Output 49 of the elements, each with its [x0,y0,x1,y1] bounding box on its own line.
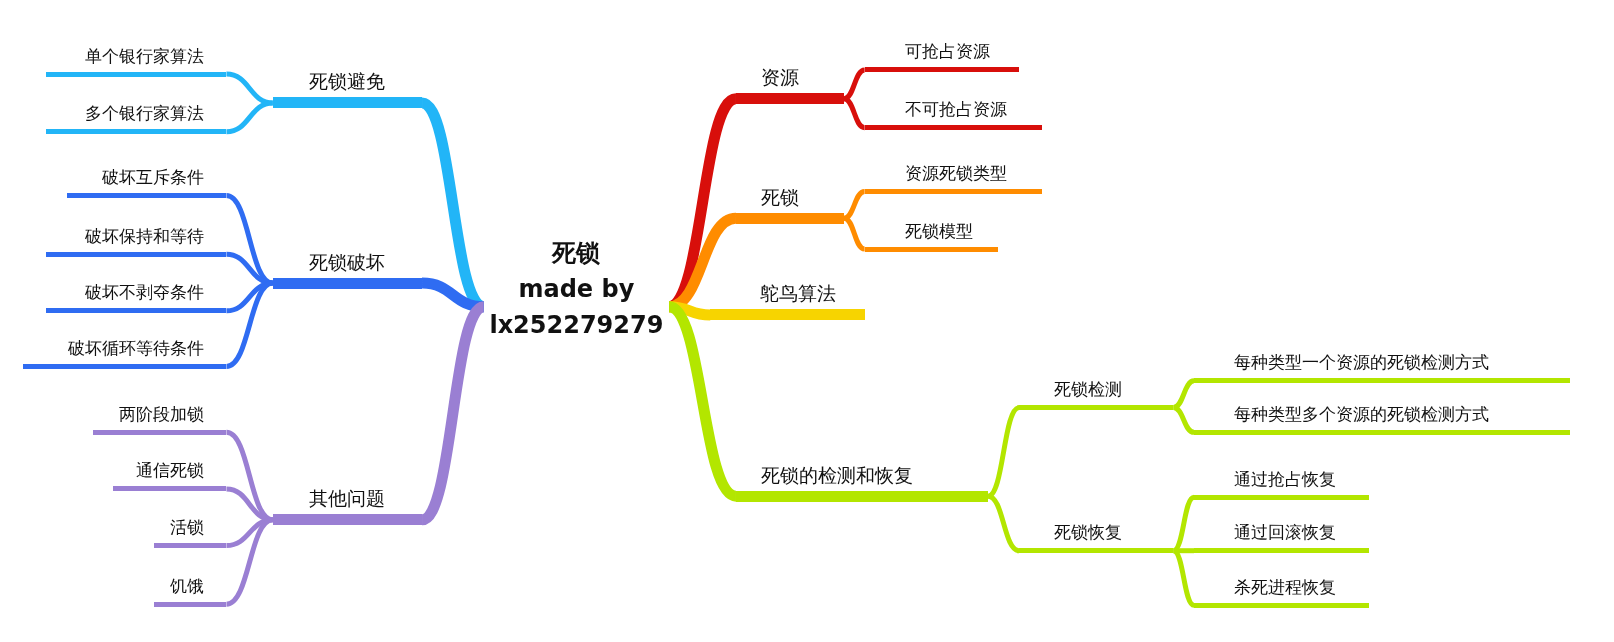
branch-connector [666,301,739,502]
branch-topic: 死锁的检测和恢复 [735,462,989,502]
branch-topic: 活锁 [154,515,227,549]
branch-connector [987,405,1021,499]
branch-connector [843,215,866,252]
central-topic: 死锁 [550,237,602,269]
branch-connector [226,251,274,286]
branch-connector [226,517,273,549]
branch-topic: 破坏保持和等待 [46,223,227,257]
branch-topic: 资源 [735,65,845,105]
branch-topic: 死锁恢复 [1019,520,1174,554]
branch-topic: 资源死锁类型 [864,160,1042,194]
branch-topic: 破坏不剥夺条件 [46,280,227,314]
branch-connector [1172,548,1196,608]
branch-topic: 多个银行家算法 [46,101,227,135]
branch-topic: 鸵鸟算法 [710,281,865,321]
branch-topic: 通信死锁 [113,458,227,492]
branch-connector [225,280,274,369]
branch-connector [1173,548,1195,554]
branch-topic: 杀死进程恢复 [1194,574,1369,608]
branch-connector [226,100,274,135]
author-note: made by lx252279279 [488,273,665,341]
branch-topic: 每种类型多个资源的死锁检测方式 [1194,401,1570,435]
branch-connector [843,96,866,131]
branch-topic: 通过抢占恢复 [1194,466,1369,500]
branch-topic: 破坏互斥条件 [66,165,227,199]
branch-topic: 死锁模型 [864,218,999,252]
branch-connector [1172,405,1195,435]
branch-connector [419,302,487,525]
branch-connector [226,71,274,106]
branch-connector [987,493,1020,554]
branch-topic: 不可抢占资源 [864,97,1042,131]
branch-connector [421,277,485,313]
branch-connector [1172,378,1195,410]
branch-topic: 其他问题 [272,486,422,526]
branch-topic: 两阶段加锁 [92,401,227,435]
branch-topic: 破坏循环等待条件 [22,335,227,369]
branch-connector [843,67,866,102]
branch-topic: 饥饿 [154,573,227,607]
branch-topic: 死锁 [735,184,845,224]
branch-topic: 单个银行家算法 [46,43,227,77]
branch-topic: 死锁检测 [1019,377,1174,411]
branch-connector [668,301,711,321]
branch-topic: 通过回滚恢复 [1194,520,1369,554]
branch-topic: 死锁避免 [272,69,422,109]
branch-topic: 死锁破坏 [272,249,422,289]
branch-topic: 每种类型一个资源的死锁检测方式 [1194,350,1570,384]
branch-topic: 可抢占资源 [864,39,1020,73]
branch-connector [843,189,866,221]
